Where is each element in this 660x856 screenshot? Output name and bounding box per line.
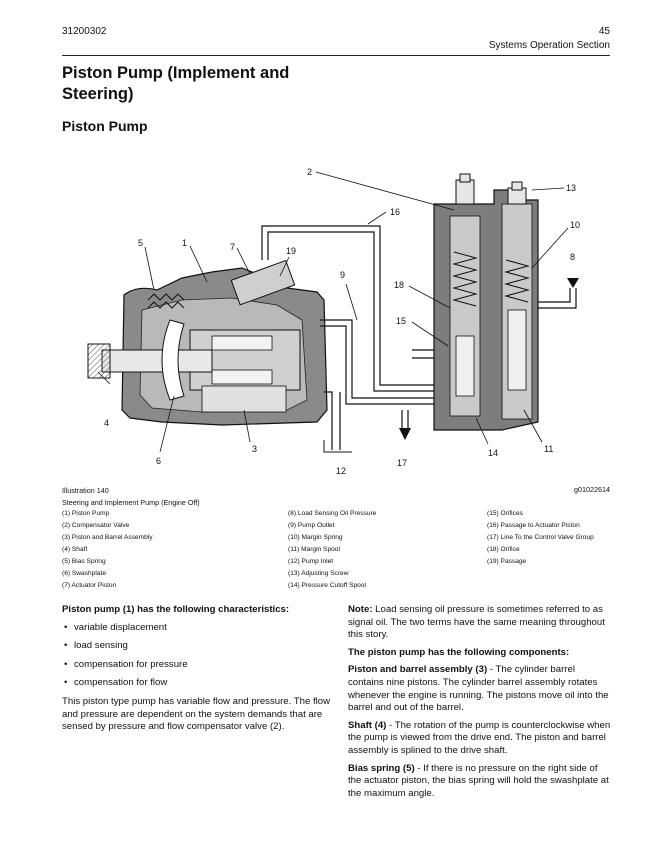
pressure-cutoff-spool: [455, 335, 475, 397]
legend-item: (14) Pressure Cutoff Spool: [288, 582, 366, 589]
illustration-number: Illustration 140: [62, 486, 109, 495]
graphic-reference: g01022614: [574, 485, 610, 494]
hydraulic-lines: [261, 225, 577, 450]
bias-spring-coils: [147, 293, 185, 309]
margin-spool: [507, 309, 527, 391]
legend-column-2: (8) Load Sensing Oil Pressure (9) Pump O…: [288, 508, 376, 592]
callout-3: 3: [252, 444, 257, 454]
right-column: Note: Load sensing oil pressure is somet…: [348, 604, 612, 805]
header-rule: [62, 55, 610, 56]
piston-pump-diagram: 1 2 3 4 5 6 7 8 9 10 11 12 13 14 15 16 1…: [87, 167, 580, 476]
callout-18: 18: [394, 280, 404, 290]
callout-17: 17: [397, 458, 407, 468]
callout-14: 14: [488, 448, 498, 458]
callout-2: 2: [307, 167, 312, 177]
legend-item: (19) Passage: [487, 558, 527, 565]
components-heading: The piston pump has the following compon…: [348, 646, 570, 658]
note-paragraph: Note: Load sensing oil pressure is somet…: [348, 604, 612, 642]
callout-11: 11: [544, 444, 553, 454]
component-term: Shaft (4): [348, 719, 387, 731]
legend-item: (6) Swashplate: [62, 570, 106, 577]
component-term: Piston and barrel assembly (3): [348, 664, 488, 676]
list-item: compensation for pressure: [62, 659, 332, 672]
outlet-arrow: [399, 428, 411, 440]
drive-shaft: [101, 349, 213, 373]
component-text: - If there is no pressure on the right s…: [348, 762, 609, 799]
section-subtitle: Piston Pump: [62, 118, 148, 134]
piston-lower: [211, 369, 273, 385]
callout-7: 7: [230, 242, 235, 252]
component-item: Shaft (4) - The rotation of the pump is …: [348, 720, 612, 758]
component-text: - The cylinder barrel contains nine pist…: [348, 664, 609, 714]
illustration-caption: Steering and Implement Pump (Engine Off): [62, 498, 200, 507]
legend-column-3: (15) Orifices (16) Passage to Actuator P…: [487, 508, 594, 568]
callout-10: 10: [570, 220, 580, 230]
legend-item: (18) Orifice: [487, 546, 520, 553]
shaft-spline: [87, 343, 111, 379]
component-term: Bias spring (5): [348, 762, 415, 774]
legend-item: (1) Piston Pump: [62, 510, 110, 517]
valve-springs: [452, 251, 530, 307]
pump-outlet-bracket: [323, 440, 352, 453]
section-name: Systems Operation Section: [488, 40, 610, 51]
legend-item: (4) Shaft: [62, 546, 88, 553]
signal-arrow: [567, 278, 579, 288]
piston-upper: [211, 335, 273, 351]
component-text: - The rotation of the pump is counterclo…: [348, 719, 611, 756]
legend-item: (12) Pump Inlet: [288, 558, 334, 565]
page-number: 45: [598, 26, 610, 37]
callout-6: 6: [156, 456, 161, 466]
legend-item: (11) Margin Spool: [288, 546, 340, 553]
note-label: Note:: [348, 604, 373, 615]
legend-item: (17) Line To the Control Valve Group: [487, 534, 594, 541]
callout-5: 5: [138, 238, 143, 248]
callout-4: 4: [104, 418, 109, 428]
callout-13: 13: [566, 183, 576, 193]
document-number: 31200302: [62, 26, 107, 37]
callout-8: 8: [570, 252, 575, 262]
legend-item: (7) Actuator Piston: [62, 582, 117, 589]
callout-12: 12: [336, 466, 346, 476]
legend-column-1: (1) Piston Pump (2) Compensator Valve (3…: [62, 508, 153, 592]
note-text: Load sensing oil pressure is sometimes r…: [348, 604, 605, 641]
adjusting-screw-right-cap: [511, 181, 523, 191]
adjusting-screw-left: [455, 179, 475, 205]
lower-port: [201, 385, 287, 413]
page-title: Piston Pump (Implement and Steering): [62, 64, 290, 103]
legend-item: (3) Piston and Barrel Assembly: [62, 534, 153, 541]
list-item: load sensing: [62, 640, 332, 653]
legend-item: (2) Compensator Valve: [62, 522, 130, 529]
swashplate: [161, 319, 185, 401]
callout-leaders: [97, 171, 569, 453]
legend-item: (5) Bias Spring: [62, 558, 106, 565]
legend-item: (9) Pump Outlet: [288, 522, 335, 529]
component-item: Piston and barrel assembly (3) - The cyl…: [348, 664, 612, 714]
list-item: variable displacement: [62, 622, 332, 635]
adjusting-screw-left-cap: [459, 173, 471, 183]
component-item: Bias spring (5) - If there is no pressur…: [348, 763, 612, 801]
characteristics-list: variable displacement load sensing compe…: [62, 622, 332, 690]
characteristics-intro: Piston pump (1) has the following charac…: [62, 604, 290, 615]
callout-9: 9: [340, 270, 345, 280]
legend-item: (8) Load Sensing Oil Pressure: [288, 510, 377, 517]
callout-1: 1: [182, 238, 187, 248]
legend-item: (16) Passage to Actuator Piston: [487, 522, 580, 529]
callout-16: 16: [390, 207, 400, 217]
callout-15: 15: [396, 316, 406, 326]
callout-numbers: 1 2 3 4 5 6 7 8 9 10 11 12 13 14 15 16 1…: [104, 167, 580, 476]
pump-description: This piston type pump has variable flow …: [62, 695, 331, 733]
legend-item: (13) Adjusting Screw: [288, 570, 349, 577]
legend-item: (10) Margin Spring: [288, 534, 343, 541]
list-item: compensation for flow: [62, 677, 332, 690]
actuator-piston: [230, 259, 296, 306]
left-column: Piston pump (1) has the following charac…: [62, 604, 332, 739]
callout-19: 19: [286, 246, 296, 256]
legend-item: (15) Orifices: [487, 510, 523, 517]
